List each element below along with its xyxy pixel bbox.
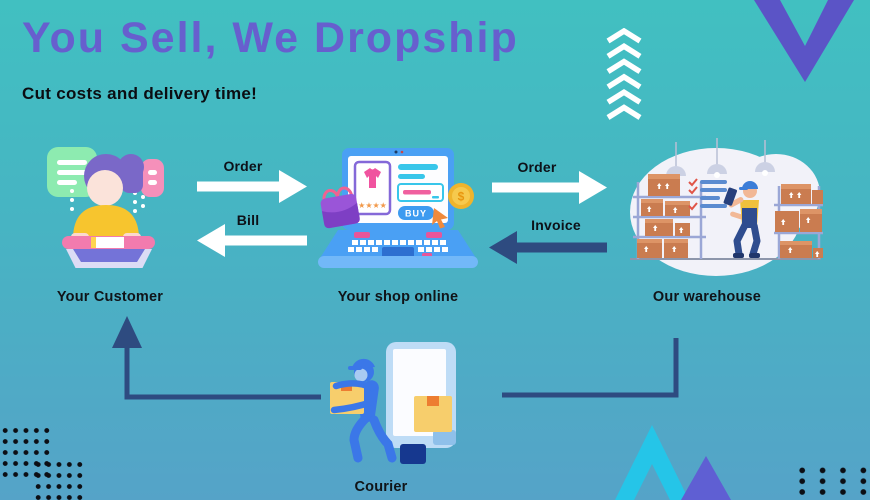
left-shelf: [633, 174, 706, 259]
courier-label: Courier: [354, 479, 408, 495]
chat-bubble-icon: [141, 159, 164, 197]
ceiling-lamps: [666, 138, 775, 180]
right-shelf: [774, 184, 823, 259]
dot-grid-bottom-left-b: [33, 459, 85, 500]
connector-courier-to-customer: [112, 316, 321, 400]
shop-label: Your shop online: [337, 289, 459, 305]
arrow-order-right-1: [197, 170, 307, 203]
flow-label-order-2: Order: [517, 159, 557, 175]
speech-bubble-icon: [47, 147, 97, 197]
warehouse-worker: [723, 181, 761, 258]
tshirt-icon: [364, 168, 381, 188]
cyan-triangle-icon: [615, 425, 689, 500]
arrow-bill-left: [197, 224, 307, 257]
screen-text-lines: [398, 164, 438, 179]
rating-stars: ★★★★: [358, 201, 387, 210]
customer-desk: [62, 236, 155, 268]
coin-icon: $: [448, 183, 474, 209]
checklist: [688, 178, 727, 211]
purple-v-icon: [754, 0, 854, 82]
cursor-icon: [432, 208, 448, 229]
customer-illustration: [47, 147, 164, 268]
coin-symbol: $: [458, 190, 465, 204]
purple-triangle-icon: [681, 456, 731, 500]
customer-label: Your Customer: [56, 289, 164, 305]
buy-button: BUY: [398, 206, 434, 220]
warehouse-illustration: [630, 138, 823, 276]
courier-person: [330, 358, 397, 463]
laptop-base: [318, 230, 478, 268]
product-card: ★★★★: [353, 160, 392, 216]
triangle-decor: [615, 425, 731, 500]
page-subtitle: Cut costs and delivery time!: [22, 84, 258, 103]
chevrons-up-icon: [606, 28, 642, 120]
checkout-field: [397, 183, 444, 202]
parcel-in-van: [414, 396, 452, 432]
flow-label-order-1: Order: [223, 158, 263, 174]
arrowhead-up-icon: [112, 316, 142, 348]
shopping-bag-icon: [320, 186, 360, 229]
customer-person: [71, 154, 144, 241]
connector-warehouse-to-courier: [502, 338, 679, 398]
dot-grid-bottom-right: [792, 465, 870, 498]
buy-button-label: BUY: [405, 209, 427, 219]
arrow-invoice-left: [489, 231, 607, 264]
warehouse-label: Our warehouse: [652, 289, 762, 305]
flow-label-bill: Bill: [236, 212, 260, 228]
page-title: You Sell, We Dropship: [22, 14, 519, 62]
online-shop-illustration: ★★★★ BUY $: [318, 148, 478, 268]
arrow-order-right-2: [492, 171, 607, 204]
flow-label-invoice: Invoice: [531, 217, 581, 233]
courier-illustration: [330, 342, 456, 464]
